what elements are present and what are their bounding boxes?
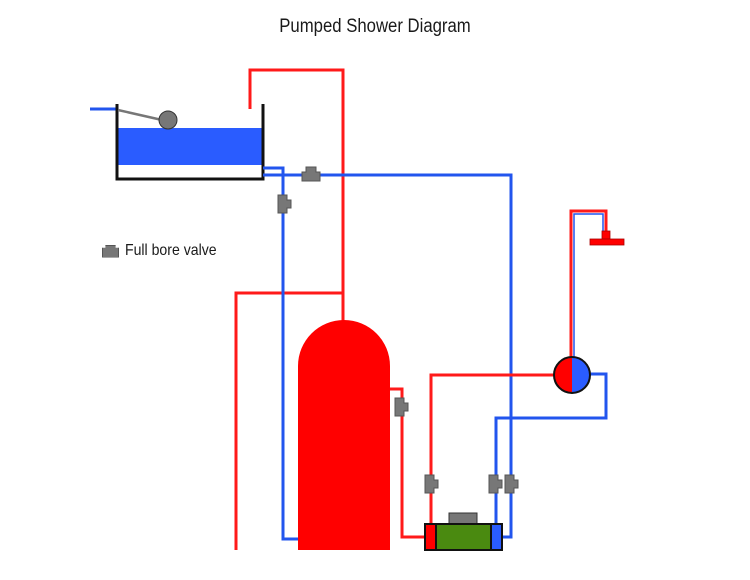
float-ball-icon xyxy=(158,110,178,130)
shower-hose-cold xyxy=(573,213,604,358)
full-bore-valve-icon xyxy=(504,474,519,494)
cold-pump-outlet-pipe xyxy=(494,372,608,524)
cold-feed-cylinder-pipe xyxy=(263,166,300,541)
vent-pipe xyxy=(248,68,345,322)
shower-hose-hot xyxy=(569,209,608,358)
cold-water-tank xyxy=(115,104,265,181)
full-bore-valve-icon xyxy=(394,397,409,417)
full-bore-valve-icon xyxy=(301,166,321,182)
shower-mixer-icon xyxy=(553,356,591,394)
tank-water xyxy=(118,128,263,165)
hot-water-cylinder xyxy=(298,320,390,550)
diagram-title: Pumped Shower Diagram xyxy=(279,16,471,37)
legend: Full bore valve xyxy=(102,242,229,260)
legend-label-full-bore-valve: Full bore valve xyxy=(125,242,217,259)
hot-distribution-pipe xyxy=(234,291,343,550)
full-bore-valve-icon xyxy=(102,244,119,258)
shower-pump-icon xyxy=(424,512,503,551)
tank-walls xyxy=(115,104,265,181)
shower-head-icon xyxy=(589,230,625,246)
full-bore-valve-icon xyxy=(488,474,503,494)
cold-feed-pump-pipe xyxy=(263,173,513,539)
float-arm xyxy=(117,108,163,122)
full-bore-valve-icon xyxy=(424,474,439,494)
full-bore-valve-icon xyxy=(277,194,292,214)
hot-pump-outlet-pipe xyxy=(429,373,556,524)
hot-draw-pipe xyxy=(390,387,425,539)
